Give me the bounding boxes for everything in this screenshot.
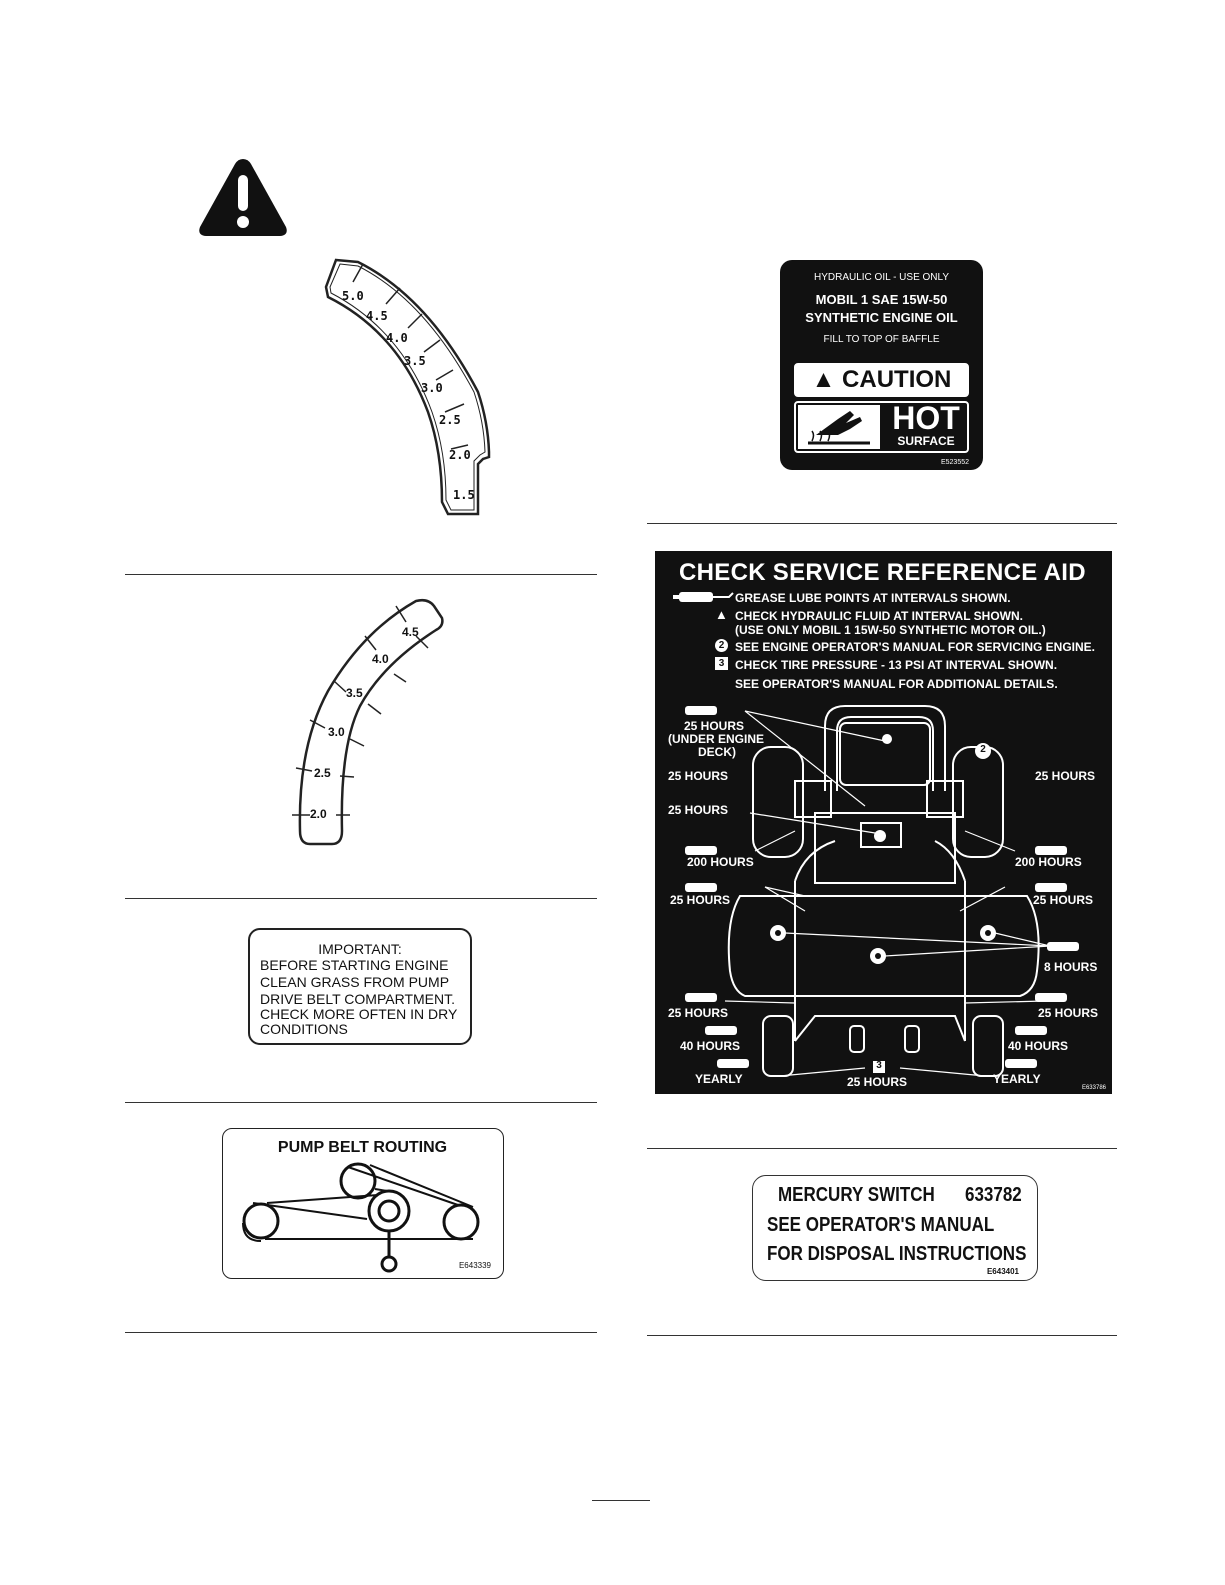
label-tire-left: 25 HOURS <box>668 769 729 783</box>
hydraulic-warning-icon: ▲ <box>715 607 728 622</box>
engine-badge: 2 <box>715 639 728 652</box>
gauge-small-mark: 2.5 <box>314 766 331 780</box>
label-under-engine-2: (UNDER ENGINE <box>668 732 765 746</box>
divider <box>647 1148 1117 1149</box>
belt-routing-diagram <box>242 1162 480 1273</box>
divider <box>125 898 597 899</box>
legend-hydraulic-note: (USE ONLY MOBIL 1 15W-50 SYNTHETIC MOTOR… <box>735 623 1046 637</box>
divider <box>647 523 1117 524</box>
label-25-left-low: 25 HOURS <box>668 1006 729 1020</box>
legend-details: SEE OPERATOR'S MANUAL FOR ADDITIONAL DET… <box>735 677 1058 691</box>
label-25-bottom: 25 HOURS <box>847 1075 908 1089</box>
gauge-large-mark: 5.0 <box>342 289 364 303</box>
mercury-line3: FOR DISPOSAL INSTRUCTIONS <box>767 1243 1027 1265</box>
service-title: CHECK SERVICE REFERENCE AID <box>679 559 1086 586</box>
divider <box>125 574 597 575</box>
gauge-decal-small: 4.5 4.0 3.5 3.0 2.5 2.0 <box>292 598 444 846</box>
hyd-line4: FILL TO TOP OF BAFFLE <box>823 334 940 345</box>
label-25-right-mid: 25 HOURS <box>1033 893 1094 907</box>
important-line: CHECK MORE OFTEN IN DRY <box>260 1006 458 1022</box>
check-service-decal: CHECK SERVICE REFERENCE AID ▲ 2 3 GREASE… <box>655 551 1112 1094</box>
mercury-part-no: E643401 <box>986 1267 1019 1276</box>
label-under-engine: 25 HOURS <box>684 719 745 733</box>
gauge-large-mark: 2.0 <box>449 448 471 462</box>
label-25-left-mid: 25 HOURS <box>670 893 731 907</box>
tire-badge-diagram: 3 <box>876 1060 882 1071</box>
label-under-engine-3: DECK) <box>698 745 736 759</box>
gauge-large-mark: 4.5 <box>366 309 388 323</box>
gauge-large-mark: 4.0 <box>386 331 408 345</box>
caution-icon: ▲ <box>811 366 836 393</box>
divider <box>125 1102 597 1103</box>
label-yearly-right: YEARLY <box>993 1072 1041 1086</box>
label-25-right-low: 25 HOURS <box>1038 1006 1099 1020</box>
label-200-right: 200 HOURS <box>1015 855 1082 869</box>
label-200-left: 200 HOURS <box>687 855 754 869</box>
important-line: CONDITIONS <box>260 1021 348 1037</box>
gauge-decal-large: 5.0 4.5 4.0 3.5 3.0 2.5 2.0 1.5 <box>324 258 491 516</box>
mercury-line2: SEE OPERATOR'S MANUAL <box>767 1214 995 1236</box>
hot-surface-box: HOT SURFACE <box>794 401 969 453</box>
grease-gun-icon <box>673 592 734 602</box>
gauge-small-mark: 4.5 <box>402 625 419 639</box>
engine-badge-diagram: 2 <box>980 744 986 755</box>
gauge-small-mark: 2.0 <box>310 807 327 821</box>
legend-tire: CHECK TIRE PRESSURE - 13 PSI AT INTERVAL… <box>735 658 1058 672</box>
divider <box>125 1332 597 1333</box>
important-heading: IMPORTANT: <box>318 941 402 957</box>
label-40-right: 40 HOURS <box>1008 1039 1069 1053</box>
legend-engine: SEE ENGINE OPERATOR'S MANUAL FOR SERVICI… <box>735 640 1096 654</box>
important-line: BEFORE STARTING ENGINE <box>260 957 449 973</box>
label-hydraulic: 25 HOURS <box>668 803 729 817</box>
gauge-small-mark: 3.5 <box>346 686 363 700</box>
gauge-small-mark: 4.0 <box>372 652 389 666</box>
caution-banner: ▲ CAUTION <box>794 363 969 397</box>
caution-label: CAUTION <box>842 366 952 393</box>
divider <box>647 1335 1117 1336</box>
mercury-switch-decal: MERCURY SWITCH 633782 SEE OPERATOR'S MAN… <box>752 1175 1038 1281</box>
important-decal: IMPORTANT: BEFORE STARTING ENGINE CLEAN … <box>248 928 472 1045</box>
gauge-large-mark: 3.5 <box>404 354 426 368</box>
hot-hand-icon <box>798 405 880 449</box>
hot-label: HOT <box>892 400 960 436</box>
mower-diagram <box>685 705 1079 1077</box>
hyd-part-no: E523552 <box>940 459 969 466</box>
label-8-hours: 8 HOURS <box>1044 960 1098 974</box>
gauge-large-mark: 3.0 <box>421 381 443 395</box>
hydraulic-oil-decal: HYDRAULIC OIL - USE ONLY MOBIL 1 SAE 15W… <box>780 260 983 470</box>
label-40-left: 40 HOURS <box>680 1039 741 1053</box>
gauge-small-mark: 3.0 <box>328 725 345 739</box>
important-line: CLEAN GRASS FROM PUMP <box>260 974 450 990</box>
label-yearly-left: YEARLY <box>695 1072 743 1086</box>
legend-grease: GREASE LUBE POINTS AT INTERVALS SHOWN. <box>735 591 1011 605</box>
service-part-no: E633786 <box>1081 1085 1106 1091</box>
label-tire-right: 25 HOURS <box>1035 769 1096 783</box>
pump-belt-title: PUMP BELT ROUTING <box>277 1139 448 1156</box>
surface-label: SURFACE <box>897 434 955 448</box>
tire-badge: 3 <box>715 657 728 670</box>
legend-hydraulic: CHECK HYDRAULIC FLUID AT INTERVAL SHOWN. <box>735 609 1023 623</box>
hyd-line1: HYDRAULIC OIL - USE ONLY <box>813 272 950 283</box>
hyd-line3: SYNTHETIC ENGINE OIL <box>805 310 958 325</box>
pump-belt-decal: PUMP BELT ROUTING E643339 <box>222 1128 504 1279</box>
page-number-line <box>592 1500 650 1501</box>
mercury-part-number: 633782 <box>965 1184 1022 1206</box>
hyd-line2: MOBIL 1 SAE 15W-50 <box>815 292 948 307</box>
gauge-large-mark: 2.5 <box>439 413 461 427</box>
pump-part-no: E643339 <box>458 1261 491 1270</box>
warning-icon <box>199 159 287 236</box>
mercury-title: MERCURY SWITCH <box>778 1184 935 1206</box>
gauge-large-mark: 1.5 <box>453 488 475 502</box>
important-line: DRIVE BELT COMPARTMENT. <box>260 991 455 1007</box>
